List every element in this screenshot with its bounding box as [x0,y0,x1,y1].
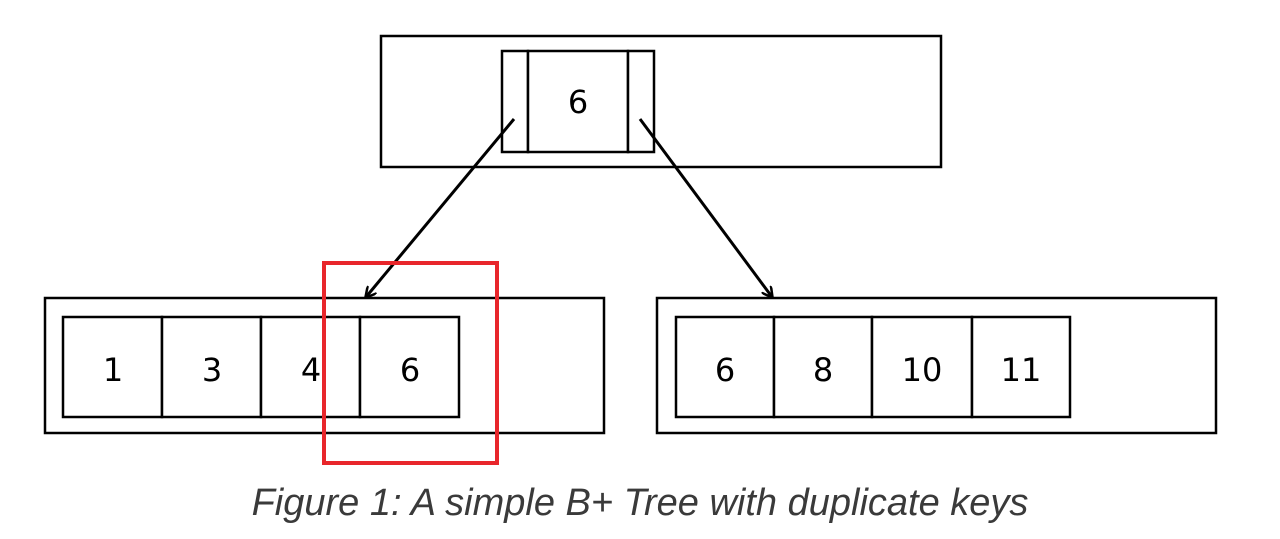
leaf-left-key-label: 1 [103,351,123,389]
leaf-right-key-label: 8 [813,351,833,389]
leaf-right-key-cell [772,315,874,419]
edge-root-to-left-leaf [366,118,516,297]
leaf-left-key-label: 6 [400,351,420,389]
figure-caption: Figure 1: A simple B+ Tree with duplicat… [251,482,1029,524]
edge-root-to-right-leaf [638,118,772,297]
root-pointer-right [626,49,656,154]
duplicate-key-highlight [322,261,499,465]
leaf-right-key-label: 10 [902,351,943,389]
leaf-left-key-cell [160,315,263,419]
leaf-left-key-label: 3 [202,351,222,389]
leaf-right-key-cell [870,315,974,419]
leaf-right-key-cell [674,315,776,419]
root-pointer-left [500,49,530,154]
leaf-left-key-cell [259,315,362,419]
leaf-node-right: 6 8 10 11 [655,296,1218,435]
b-plus-tree-diagram: 6 1 3 4 6 6 8 10 11 [43,34,1218,465]
leaf-right-key-cell [970,315,1072,419]
leaf-right-key-label: 11 [1001,351,1042,389]
root-key-label: 6 [568,83,588,121]
root-key-cell [526,49,630,154]
leaf-left-key-label: 4 [301,351,321,389]
leaf-left-key-cell [358,315,461,419]
leaf-right-key-label: 6 [715,351,735,389]
root-node: 6 [379,34,943,169]
